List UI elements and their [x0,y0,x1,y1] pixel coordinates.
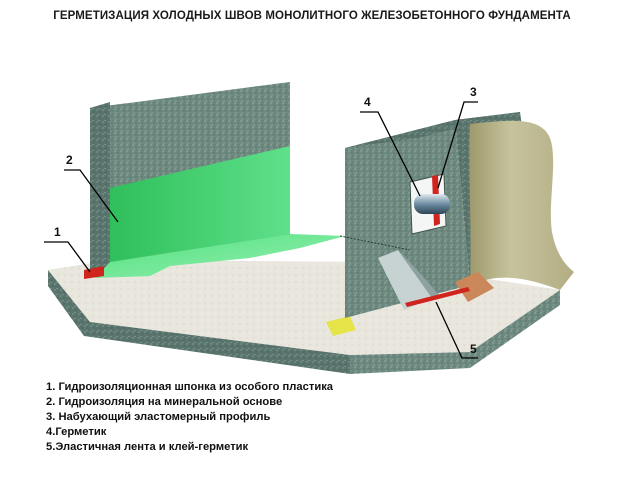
green-waterproofing-wall [110,146,290,262]
slab-front-face [48,270,350,374]
slab-right-face [350,290,560,374]
leader-line-1 [44,241,91,273]
leader-line-4 [360,111,421,197]
callout-5: 5 [470,342,477,356]
sealant-strip-yellow [326,316,356,336]
diagram-title: ГЕРМЕТИЗАЦИЯ ХОЛОДНЫХ ШВОВ МОНОЛИТНОГО Ж… [53,10,571,22]
legend-item-2: 2. Гидроизоляция на минеральной основе [46,396,283,408]
corner-fillet-shadow [398,250,440,298]
legend-item-5: 5.Эластичная лента и клей-герметик [46,441,249,453]
membrane-sheet [469,120,574,291]
waterstop-strip [84,266,104,279]
leader-line-5 [435,301,478,359]
cold-joint-line [339,235,411,251]
corner-fillet [378,250,432,310]
green-waterproofing-floor [95,234,345,278]
leader-line-3 [437,101,478,189]
copper-sealing-strip [455,272,494,302]
leader-line-2 [64,169,119,223]
legend-item-4: 4.Герметик [46,426,107,438]
left-wall-edge [90,102,110,274]
callout-1: 1 [54,225,61,239]
callout-2: 2 [66,153,73,167]
legend-item-1: 1. Гидроизоляционная шпонка из особого п… [46,381,334,393]
callout-4: 4 [364,95,371,109]
right-wall-face [345,120,470,318]
legend-item-3: 3. Набухающий эластомерный профиль [46,411,271,423]
callout-3: 3 [470,85,477,99]
legend: 1. Гидроизоляционная шпонка из особого п… [46,380,333,455]
pipe-sealant [414,194,450,214]
elastic-band [405,287,470,307]
